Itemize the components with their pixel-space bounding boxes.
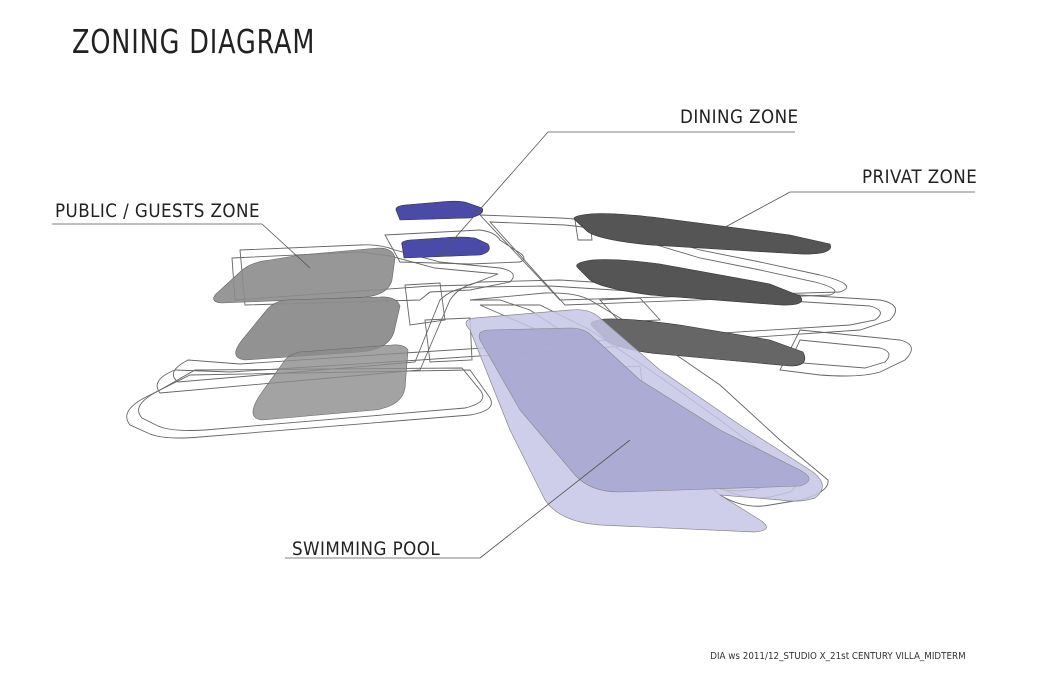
swimming-pool-inner bbox=[478, 327, 810, 493]
public-zone-slabs bbox=[213, 247, 409, 421]
privat-zone-label: PRIVAT ZONE bbox=[862, 166, 978, 188]
dining-zone-slab-lower bbox=[401, 236, 490, 259]
public-zone-slab-1 bbox=[213, 247, 396, 304]
public-zone-label: PUBLIC / GUESTS ZONE bbox=[55, 200, 260, 222]
dining-zone-label: DINING ZONE bbox=[680, 106, 799, 128]
privat-zone-slab-2 bbox=[576, 259, 803, 306]
swimming-pool-label: SWIMMING POOL bbox=[292, 538, 441, 560]
leader-line-public bbox=[261, 223, 311, 269]
leader-lines bbox=[52, 131, 975, 559]
dining-zone-slabs bbox=[395, 200, 490, 259]
page-title: ZONING DIAGRAM bbox=[72, 22, 316, 61]
dining-zone-slab-upper bbox=[395, 200, 484, 221]
swimming-pool bbox=[465, 309, 823, 533]
public-zone-slab-3 bbox=[252, 344, 409, 421]
leader-line-privat bbox=[704, 191, 791, 239]
privat-zone-slab-1 bbox=[573, 213, 831, 255]
public-zone-slab-2 bbox=[235, 296, 401, 361]
leader-line-dining bbox=[439, 131, 549, 256]
footer-credit: DIA ws 2011/12_STUDIO X_21st CENTURY VIL… bbox=[710, 651, 966, 662]
leader-line-pool bbox=[479, 439, 631, 559]
privat-zone-slabs bbox=[573, 213, 831, 367]
